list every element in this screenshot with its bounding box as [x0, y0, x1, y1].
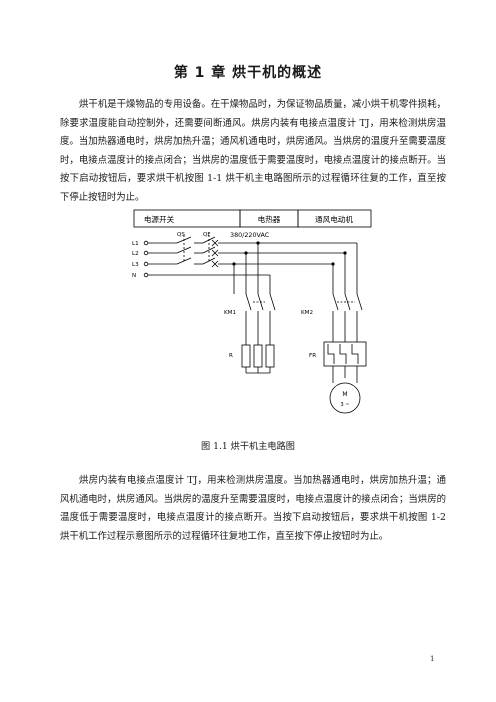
- chapter-title: 第 1 章 烘干机的概述: [173, 65, 323, 81]
- header-heater: 电热器: [258, 214, 281, 224]
- line-label-l3: L3: [132, 262, 139, 268]
- process-paragraph: 烘房内装有电接点温度计 TJ，用来检测烘房温度。当加热器通电时，烘房加热升温；通…: [60, 475, 446, 542]
- r-label: R: [229, 353, 233, 359]
- qf-label: QF: [203, 232, 211, 238]
- page-number: 1: [430, 655, 435, 663]
- header-power-switch: 电源开关: [144, 214, 175, 224]
- figure-caption: 图 1.1 烘干机主电路图: [201, 441, 295, 452]
- fr-label: FR: [309, 353, 316, 359]
- voltage-label: 380/220VAC: [230, 231, 270, 239]
- line-label-l2: L2: [132, 251, 139, 257]
- motor-phase-label: 3 ~: [340, 402, 349, 408]
- km2-label: KM2: [301, 310, 313, 316]
- motor-symbol: [329, 382, 361, 414]
- header-fan-motor: 通风电动机: [315, 214, 353, 224]
- intro-paragraph: 烘干机是干燥物品的专用设备。在干燥物品时，为保证物品质量，减小烘干机零件损耗，除…: [60, 99, 446, 203]
- main-circuit-diagram: 电源开关 电热器 通风电动机 L1 L2 L3 N QS QF 380/220V…: [132, 209, 372, 414]
- km1-label: KM1: [224, 310, 236, 316]
- motor-label: M: [342, 391, 347, 398]
- line-label-n: N: [132, 273, 136, 279]
- header-cell-fan-motor: [297, 209, 372, 228]
- qs-label: QS: [177, 232, 185, 238]
- line-label-l1: L1: [132, 241, 139, 247]
